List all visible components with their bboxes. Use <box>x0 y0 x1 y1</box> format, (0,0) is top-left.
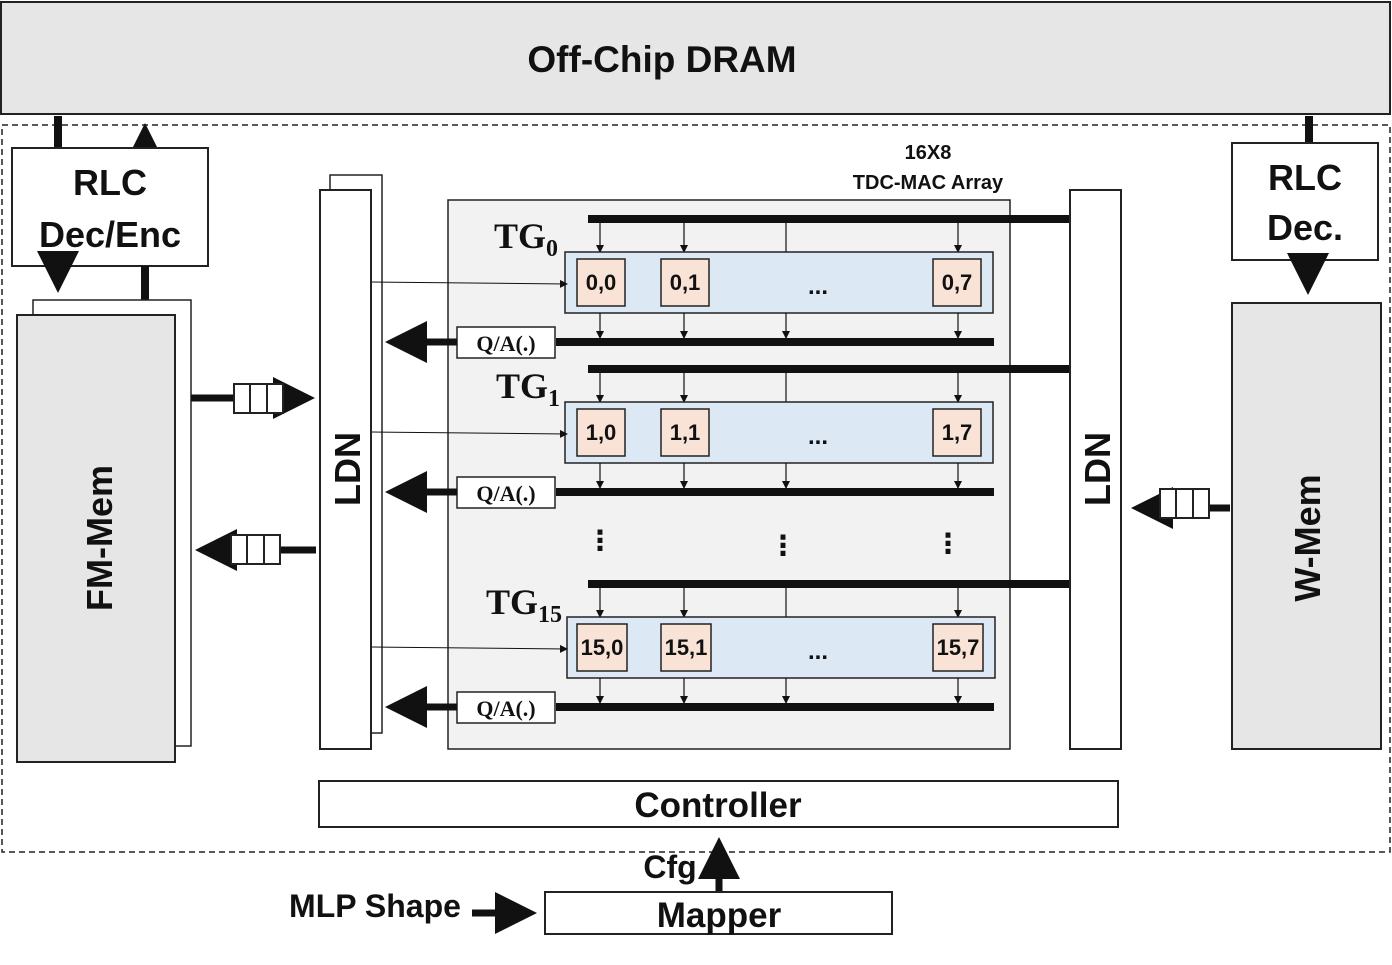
fifo-icon-top <box>233 383 284 414</box>
pe-cell-label: 1,1 <box>670 420 701 445</box>
pe-cell: 0,0 <box>576 258 626 307</box>
pe-cell: 15,0 <box>576 623 628 672</box>
pe-cell-label: 1,0 <box>586 420 617 445</box>
ldn-right-block: LDN <box>1069 189 1122 750</box>
fm-mem-label: FM-Mem <box>79 465 120 611</box>
w-mem-block: W-Mem <box>1231 302 1382 750</box>
fifo-icon-bottom <box>230 534 281 565</box>
pe-cell-label: 15,7 <box>937 635 980 660</box>
tg-row <box>564 401 994 464</box>
ldn-to-row-arrow <box>371 429 568 438</box>
pe-cell: 15,1 <box>660 623 712 672</box>
pe-cell-label: 0,1 <box>670 270 701 295</box>
tg-row <box>564 251 994 314</box>
rlc-left-line1: RLC <box>73 162 147 203</box>
pe-ellipsis: ... <box>808 273 828 300</box>
tg-label: TG0 <box>494 216 558 262</box>
pe-cell-label: 15,0 <box>581 635 624 660</box>
vdots-col0: ⋮ <box>586 525 614 556</box>
array-title-line1: 16X8 <box>905 142 952 164</box>
pe-cell: 1,0 <box>576 408 626 457</box>
qa-label: Q/A(.) <box>476 696 535 721</box>
pe-cell-label: 0,7 <box>942 270 973 295</box>
ldn-to-row-arrow <box>371 279 568 288</box>
cfg-label: Cfg <box>643 849 696 885</box>
vdots-col-mid: ⋮ <box>769 530 797 561</box>
rlc-dec-enc-block: RLC Dec/Enc <box>11 147 209 267</box>
rlc-left-line2: Dec/Enc <box>39 214 181 255</box>
qa-label: Q/A(.) <box>476 331 535 356</box>
pe-cell: 0,7 <box>932 258 982 307</box>
dram-block: Off-Chip DRAM <box>0 1 1391 115</box>
pe-cell: 1,1 <box>660 408 710 457</box>
rlc-right-line2: Dec. <box>1267 207 1343 248</box>
dram-label: Off-Chip DRAM <box>527 39 796 80</box>
mapper-block: Mapper <box>544 891 893 935</box>
pe-cell: 1,7 <box>932 408 982 457</box>
tg-label: TG1 <box>496 366 560 412</box>
pe-cell: 0,1 <box>660 258 710 307</box>
controller-block: Controller <box>318 780 1119 828</box>
pe-cell-label: 0,0 <box>586 270 617 295</box>
qa-box <box>456 691 556 724</box>
rlc-dec-block: RLC Dec. <box>1231 142 1379 261</box>
qa-box <box>456 326 556 359</box>
controller-label: Controller <box>634 786 802 825</box>
qa-label: Q/A(.) <box>476 481 535 506</box>
pe-cell: 15,7 <box>932 623 984 672</box>
mapper-label: Mapper <box>657 896 782 935</box>
rlc-right-line1: RLC <box>1268 157 1342 198</box>
ldn-right-label: LDN <box>1077 432 1118 506</box>
pe-ellipsis: ... <box>808 423 828 450</box>
ldn-to-row-arrow <box>371 644 568 653</box>
fifo-icon-right <box>1159 488 1210 519</box>
chip-boundary <box>1 124 1391 853</box>
ldn-left-label: LDN <box>327 432 368 506</box>
vdots-col7: ⋮ <box>934 528 962 559</box>
pe-cell-label: 15,1 <box>665 635 708 660</box>
ldn-left-block: LDN <box>319 174 383 750</box>
tg-label: TG15 <box>486 582 562 628</box>
pe-cell-label: 1,7 <box>942 420 973 445</box>
pe-ellipsis: ... <box>808 638 828 665</box>
tg-row <box>566 616 996 679</box>
array-title-line2: TDC-MAC Array <box>853 172 1004 194</box>
vertical-ellipsis-row: ⋮ ⋮ ⋮ <box>586 525 962 561</box>
w-mem-label: W-Mem <box>1287 474 1328 601</box>
mlp-shape-label: MLP Shape <box>289 888 461 924</box>
fm-mem-block: FM-Mem <box>16 299 192 763</box>
